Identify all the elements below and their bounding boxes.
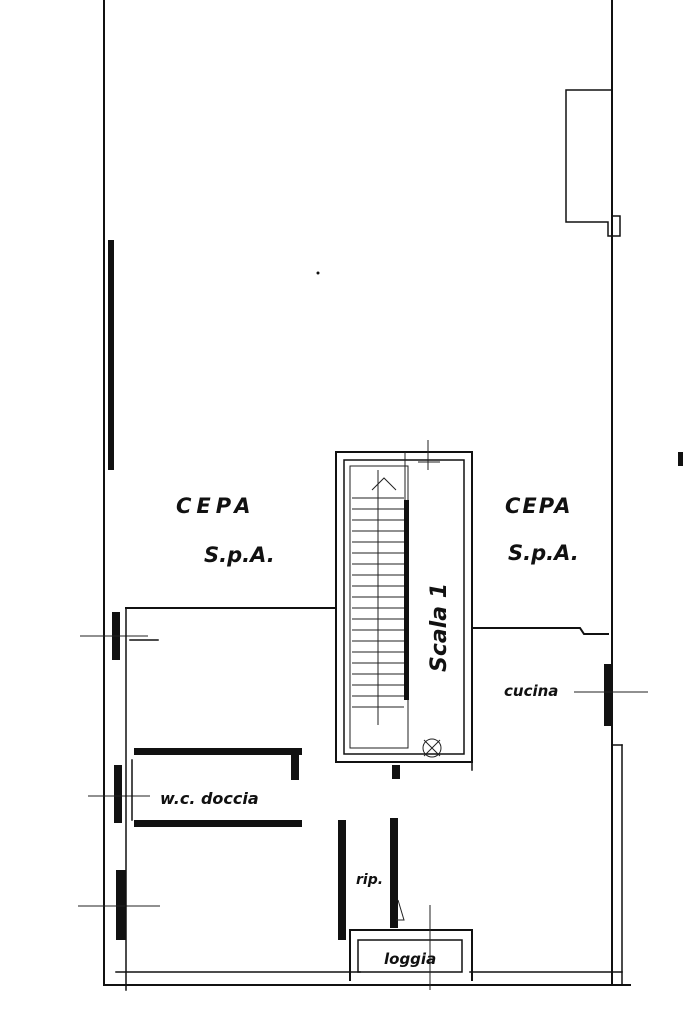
stair-column-cross xyxy=(423,739,441,757)
staircase xyxy=(335,440,473,779)
cepa-right-name: CEPA xyxy=(505,494,572,518)
stair-post xyxy=(392,765,400,779)
east-window-kitchen xyxy=(604,664,612,726)
west-window-lower xyxy=(116,870,126,940)
cepa-left-name: CEPA xyxy=(176,494,255,518)
stair-dimension-top xyxy=(404,440,440,500)
loggia-outline xyxy=(349,929,473,981)
stair-flight xyxy=(349,465,409,749)
edge-mark xyxy=(678,452,683,466)
bathroom-label: w.c. doccia xyxy=(160,789,259,808)
stair-direction-arrow xyxy=(371,470,397,725)
bath-wall-bottom xyxy=(134,820,302,827)
stair-outer-wall xyxy=(335,451,473,763)
stair-label: Scala 1 xyxy=(427,583,452,672)
kitchen-label: cucina xyxy=(504,682,558,700)
storage-door-arrow xyxy=(396,899,405,921)
west-window-upper xyxy=(108,240,114,470)
storage-wall-west xyxy=(338,820,346,940)
bath-wall-top xyxy=(134,748,302,755)
bath-wall-east xyxy=(291,748,299,780)
interior-walls-left xyxy=(125,607,337,991)
cepa-left-suffix: S.p.A. xyxy=(204,543,275,567)
stair-column xyxy=(422,738,442,758)
stray-mark xyxy=(316,271,320,275)
west-dimension-lines xyxy=(78,635,160,907)
east-niche xyxy=(565,89,621,237)
loggia-inner xyxy=(357,939,463,973)
west-window-bath xyxy=(114,765,122,823)
loggia-walls xyxy=(349,905,473,990)
storage-wall-east xyxy=(390,818,398,928)
outer-walls xyxy=(103,0,631,986)
loggia-label: loggia xyxy=(384,950,436,968)
stair-inner-wall xyxy=(343,459,465,755)
stair-handrail xyxy=(404,500,409,700)
cepa-right-suffix: S.p.A. xyxy=(508,541,579,565)
kitchen-wall-top xyxy=(471,627,609,635)
storage-label: rip. xyxy=(356,872,383,888)
storage-walls xyxy=(338,818,405,940)
